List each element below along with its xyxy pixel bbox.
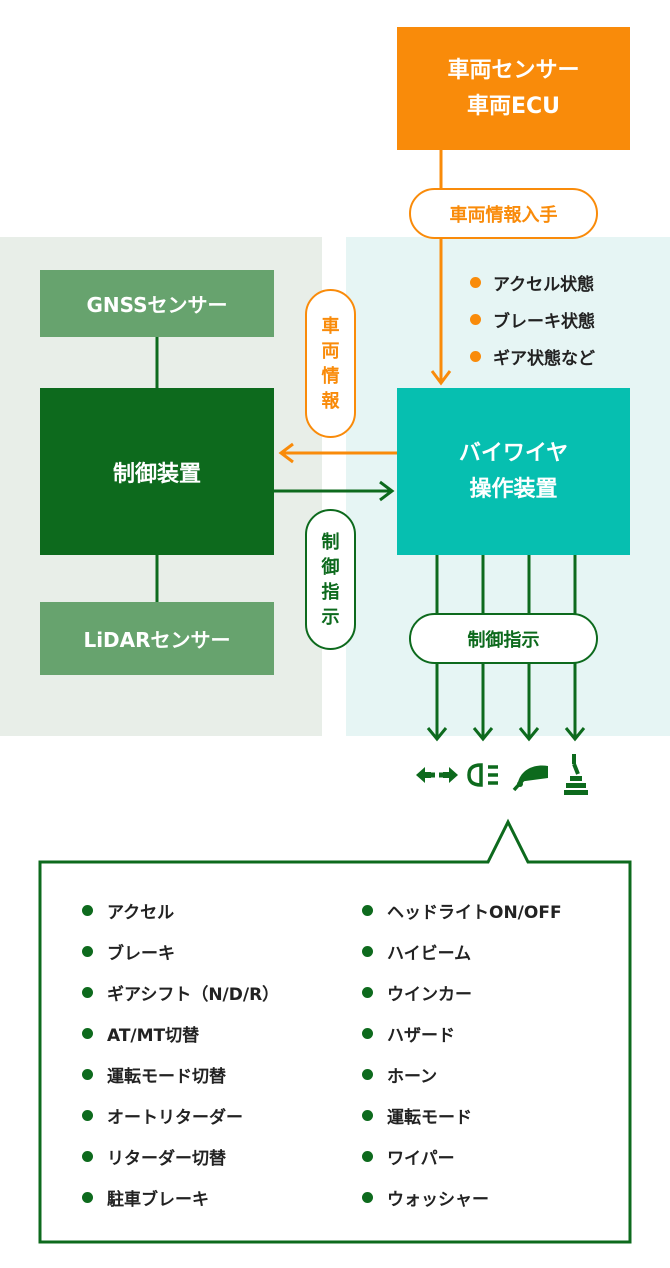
list-item: ブレーキ (82, 931, 372, 972)
control-cmd-arrowhead (379, 480, 395, 502)
vehicle-info-arrowhead (278, 442, 294, 464)
bullet-dot (82, 1028, 93, 1039)
gnss-sensor-box: GNSSセンサー (40, 270, 274, 337)
controls-left-list: アクセル ブレーキ ギアシフト（N/D/R） AT/MT切替 運転モード切替 オ… (82, 890, 372, 1218)
bullet-dot (362, 1110, 373, 1121)
list-item: 運転モード (362, 1095, 627, 1136)
bullet-dot (82, 905, 93, 916)
bywire-line1: バイワイヤ (458, 440, 569, 466)
bullet-dot (82, 1110, 93, 1121)
headlight-icon (467, 763, 498, 787)
list-item: ブレーキ状態 (470, 301, 670, 338)
list-item: アクセル (82, 890, 372, 931)
controls-callout-box (38, 818, 632, 1244)
list-item: ハザード (362, 1013, 627, 1054)
control-unit-box: 制御装置 (40, 388, 274, 555)
bullet-dot (362, 1151, 373, 1162)
control-command-vertical-label: 制 御 指 示 (305, 509, 356, 650)
bullet-dot (82, 1069, 93, 1080)
list-item: ハイビーム (362, 931, 627, 972)
list-item: ウインカー (362, 972, 627, 1013)
bullet-dot (362, 905, 373, 916)
controls-right-list: ヘッドライトON/OFF ハイビーム ウインカー ハザード ホーン 運転モード … (362, 890, 627, 1218)
list-item: ギア状態など (470, 338, 670, 375)
acquire-info-label: 車両情報入手 (409, 188, 598, 239)
bullet-dot (362, 1192, 373, 1203)
list-item: リターダー切替 (82, 1136, 372, 1177)
bullet-dot (82, 946, 93, 957)
ecu-line1: 車両センサー (447, 57, 580, 83)
bullet-dot (82, 1151, 93, 1162)
vehicle-state-list: アクセル状態 ブレーキ状態 ギア状態など (470, 264, 670, 375)
lidar-sensor-box: LiDARセンサー (40, 602, 274, 675)
list-item: アクセル状態 (470, 264, 670, 301)
bullet-dot (470, 351, 481, 362)
bullet-dot (362, 946, 373, 957)
bullet-dot (362, 1028, 373, 1039)
bullet-dot (82, 987, 93, 998)
bullet-dot (470, 314, 481, 325)
steering-arrows-icon (416, 767, 458, 783)
list-item: オートリターダー (82, 1095, 372, 1136)
ecu-arrowhead (430, 370, 452, 386)
list-item: ウォッシャー (362, 1177, 627, 1218)
bullet-dot (470, 277, 481, 288)
bullet-dot (362, 987, 373, 998)
list-item: 駐車ブレーキ (82, 1177, 372, 1218)
ecu-line2: 車両ECU (466, 93, 561, 119)
list-item: AT/MT切替 (82, 1013, 372, 1054)
wiper-icon (512, 765, 548, 792)
bywire-device-box: バイワイヤ 操作装置 (397, 388, 630, 555)
bullet-dot (82, 1192, 93, 1203)
gear-lever-icon (564, 754, 588, 795)
list-item: ホーン (362, 1054, 627, 1095)
vehicle-info-label: 車 両 情 報 (305, 289, 356, 438)
bywire-line2: 操作装置 (469, 476, 558, 502)
list-item: 運転モード切替 (82, 1054, 372, 1095)
vehicle-ecu-box: 車両センサー 車両ECU (397, 27, 630, 150)
list-item: ギアシフト（N/D/R） (82, 972, 372, 1013)
control-command-label: 制御指示 (409, 613, 598, 664)
list-item: ワイパー (362, 1136, 627, 1177)
bullet-dot (362, 1069, 373, 1080)
list-item: ヘッドライトON/OFF (362, 890, 627, 931)
